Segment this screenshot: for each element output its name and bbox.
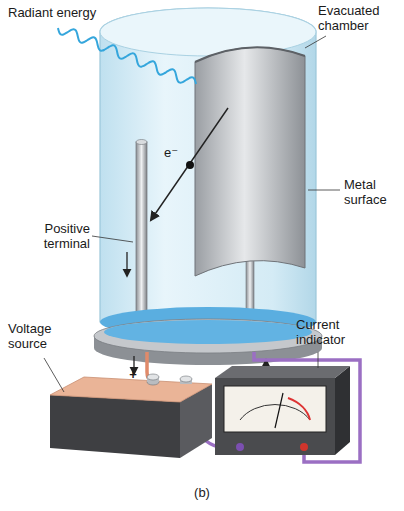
electron-dot — [186, 161, 194, 169]
electron-label: e⁻ — [164, 146, 186, 161]
electron-path-arrow — [151, 108, 228, 220]
polarity-sign: + — [126, 368, 140, 383]
energy-label: Radiant energy — [8, 6, 128, 21]
evacuated-chamber — [100, 8, 316, 322]
voltage-source-battery — [50, 374, 212, 458]
indicator-label: Current indicator — [296, 318, 376, 348]
chamber-base — [94, 307, 322, 365]
terminal-label: Positive terminal — [16, 222, 90, 252]
panel-label: (b) — [186, 486, 218, 501]
chamber-label: Evacuated chamber — [318, 4, 398, 34]
metal-surface-plate — [195, 47, 305, 325]
current-arrow — [126, 252, 127, 276]
source-label: Voltage source — [8, 322, 72, 352]
radiant-wave — [58, 28, 196, 84]
leader-line — [44, 36, 340, 392]
current-indicator-meter — [215, 366, 350, 455]
positive-terminal-rod — [136, 140, 147, 325]
surface-label: Metal surface — [344, 178, 400, 208]
